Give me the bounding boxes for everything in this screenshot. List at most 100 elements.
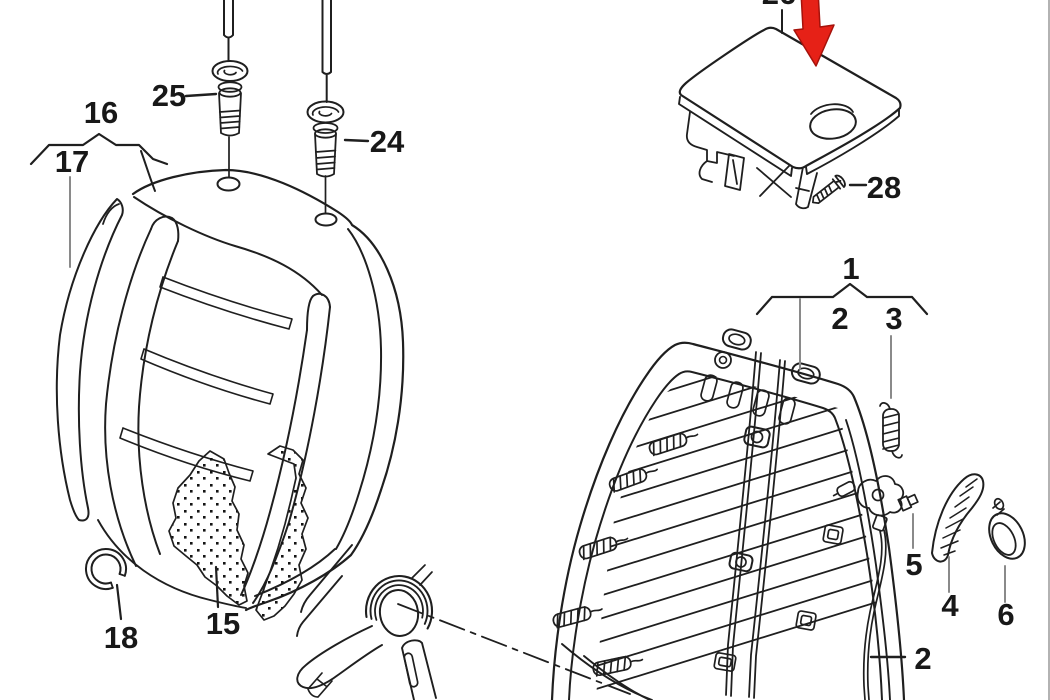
slider xyxy=(743,425,771,449)
bolster-right-curl xyxy=(306,292,331,331)
rod-slider-1 xyxy=(743,425,771,449)
bolster-left-curl xyxy=(150,215,180,242)
leader-18 xyxy=(115,583,123,621)
rod xyxy=(321,0,332,103)
sleeve-body xyxy=(218,92,242,137)
cable-nipple xyxy=(872,514,888,532)
tab-slot xyxy=(797,367,815,380)
screw-shaft xyxy=(811,179,840,205)
frame-clips xyxy=(713,524,844,672)
knob-outer xyxy=(988,512,1026,560)
spring-coil xyxy=(552,605,603,629)
seat-hole xyxy=(216,176,241,192)
rod-slider-2 xyxy=(728,551,754,573)
spring-hooks xyxy=(879,402,903,459)
under-bracket-cross xyxy=(756,165,792,198)
slot xyxy=(752,389,770,417)
padding-dotted-left xyxy=(168,450,249,606)
top-leaders xyxy=(29,92,370,268)
part-label-3: 3 xyxy=(885,301,902,336)
backrest-cushion xyxy=(55,168,405,621)
part-label-2: 2 xyxy=(831,301,848,336)
cover-hole-rim xyxy=(810,103,854,115)
bracket-1 xyxy=(755,282,929,316)
cover-edge-thickness xyxy=(678,96,900,177)
tab xyxy=(790,362,821,385)
bracket-detail xyxy=(411,564,433,586)
retaining-ring xyxy=(85,548,127,621)
headrest-tab-1 xyxy=(721,328,752,351)
assembly-bracket xyxy=(755,282,929,399)
ring xyxy=(217,81,243,93)
stitch-band-3 xyxy=(119,427,254,482)
frame-inner xyxy=(568,370,883,700)
leader-16 xyxy=(140,150,156,192)
leader-25 xyxy=(184,92,218,98)
release-handle xyxy=(931,473,985,563)
cushion-fold-line xyxy=(335,228,383,550)
flange-slot xyxy=(223,69,237,76)
slot-bar xyxy=(401,639,437,700)
padding-dotted-right xyxy=(255,445,309,621)
seat-hole xyxy=(314,212,338,227)
knob-stem-cap xyxy=(993,497,1005,511)
cushion-outline xyxy=(131,168,405,612)
cover-screw xyxy=(811,174,846,205)
side-trim-strip xyxy=(55,198,124,522)
cushion-top-seam xyxy=(133,196,323,296)
bolster-left-outer xyxy=(104,228,152,567)
stitch-band-2 xyxy=(140,348,274,405)
mech-plate xyxy=(856,475,905,517)
part-label-5: 5 xyxy=(905,547,922,582)
ring xyxy=(312,122,339,134)
circlip-outer xyxy=(85,548,127,590)
part-label-2b: 2 xyxy=(914,641,931,676)
slider-hole xyxy=(750,430,764,444)
part-label-17: 17 xyxy=(55,144,89,179)
pivot-pin xyxy=(832,480,856,498)
spring-coil xyxy=(608,467,658,493)
tab xyxy=(721,328,752,351)
part-labels: 16 17 25 24 18 15 26 28 1 2 3 5 4 6 2 xyxy=(55,0,1015,676)
slot xyxy=(700,374,718,402)
trim-cover xyxy=(678,9,902,210)
center-dash-line xyxy=(397,603,631,695)
circlip-inner xyxy=(90,553,122,585)
handle-knob xyxy=(988,497,1026,560)
arm-lower xyxy=(296,625,383,690)
leader-15 xyxy=(214,565,220,609)
clip xyxy=(713,652,737,672)
cover-hole xyxy=(809,108,857,140)
bar-slot xyxy=(403,652,419,688)
slot xyxy=(726,381,744,409)
ring-arc-1 xyxy=(364,574,434,630)
frame-springs xyxy=(552,432,699,677)
spring-coil xyxy=(648,432,699,457)
spring-hatch xyxy=(882,413,900,450)
tension-spring xyxy=(879,402,903,459)
spring-coil xyxy=(592,655,644,677)
frame-hole xyxy=(714,351,732,369)
lumbar-rod-b xyxy=(748,359,786,699)
part-label-25: 25 xyxy=(152,78,186,113)
part-label-16: 16 xyxy=(84,95,118,130)
ring-arc-3 xyxy=(374,584,424,621)
spring-coil xyxy=(578,536,629,561)
bracket-16 xyxy=(29,132,169,166)
tab-slot xyxy=(728,333,746,346)
headrest-guide-sleeve-left xyxy=(211,0,249,192)
part-label-24: 24 xyxy=(370,124,405,159)
mech-hole xyxy=(871,488,885,502)
bolster-right-inner xyxy=(240,329,308,596)
part-label-6: 6 xyxy=(997,597,1014,632)
knob-inner xyxy=(991,522,1017,556)
part-label-18: 18 xyxy=(104,620,138,655)
stitch-band-1 xyxy=(159,276,293,330)
headrest-tab-2 xyxy=(790,362,821,385)
sleeve-body xyxy=(314,133,337,178)
clip xyxy=(795,610,817,631)
bolster-left-inner xyxy=(137,240,179,555)
part-label-1: 1 xyxy=(842,251,859,286)
flange-rim xyxy=(311,106,340,116)
